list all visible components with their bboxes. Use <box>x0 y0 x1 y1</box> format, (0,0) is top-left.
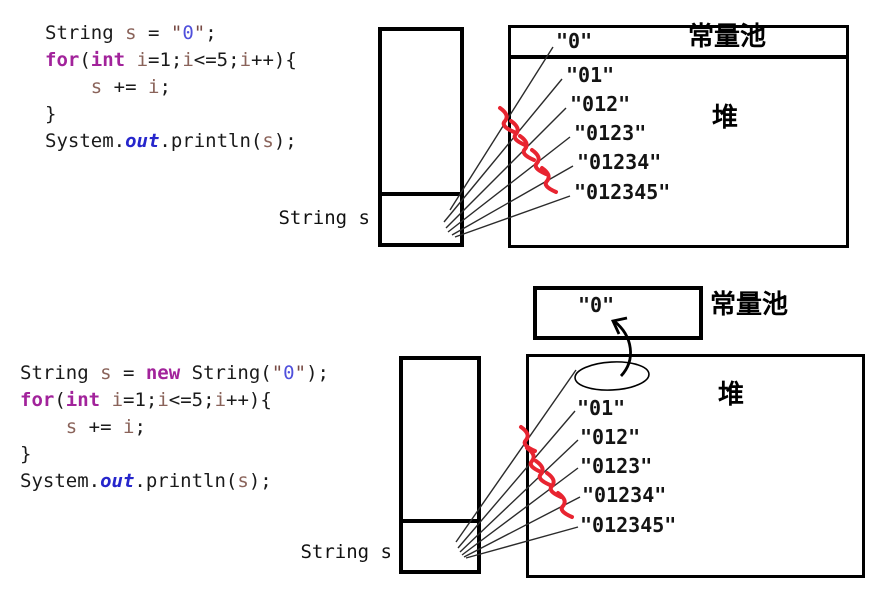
code-line: String s = new String("0"); <box>20 362 329 384</box>
heap-string-01-bottom: "01" <box>577 396 626 420</box>
heap-string-01234-top: "01234" <box>577 150 662 174</box>
stack-variable-label-bottom: String s <box>300 541 392 563</box>
constant-pool-label-top: 常量池 <box>688 22 767 52</box>
stack-box-top <box>378 27 464 247</box>
heap-string-01-top: "01" <box>566 63 615 87</box>
code-line: for(int i=1;i<=5;i++){ <box>20 389 272 411</box>
java-code-snippet-bottom: String s = new String("0"); for(int i=1;i… <box>20 360 329 495</box>
stack-cell-divider-top <box>378 192 464 196</box>
heap-label-bottom: 堆 <box>718 380 745 410</box>
code-line: s += i; <box>90 76 171 98</box>
code-line: for(int i=1;i<=5;i++){ <box>45 49 297 71</box>
code-line: s += i; <box>65 416 146 438</box>
pool-string-0-bottom: "0" <box>578 293 615 317</box>
code-line: } <box>20 443 32 465</box>
heap-string-01234-bottom: "01234" <box>582 483 667 507</box>
heap-string-012345-bottom: "012345" <box>580 513 677 537</box>
java-code-snippet-top: String s = "0"; for(int i=1;i<=5;i++){ s … <box>45 20 297 155</box>
code-line: System.out.println(s); <box>20 470 272 492</box>
code-line: System.out.println(s); <box>45 130 297 152</box>
stack-box-bottom <box>399 356 481 574</box>
pool-string-0-top: "0" <box>556 29 593 53</box>
stack-variable-label-top: String s <box>278 207 370 229</box>
heap-string-0123-bottom: "0123" <box>580 454 653 478</box>
code-line: String s = "0"; <box>45 22 217 44</box>
constant-pool-box-bottom <box>533 286 703 340</box>
heap-string-012-top: "012" <box>570 92 631 116</box>
stack-cell-divider-bottom <box>399 519 481 523</box>
heap-label-top: 堆 <box>712 103 739 133</box>
heap-string-0123-top: "0123" <box>574 121 647 145</box>
heap-string-012-bottom: "012" <box>580 425 641 449</box>
constant-pool-divider-top <box>508 55 849 59</box>
heap-box-bottom <box>526 354 865 578</box>
constant-pool-label-bottom: 常量池 <box>710 290 789 320</box>
heap-string-012345-top: "012345" <box>574 180 671 204</box>
code-line: } <box>45 103 57 125</box>
